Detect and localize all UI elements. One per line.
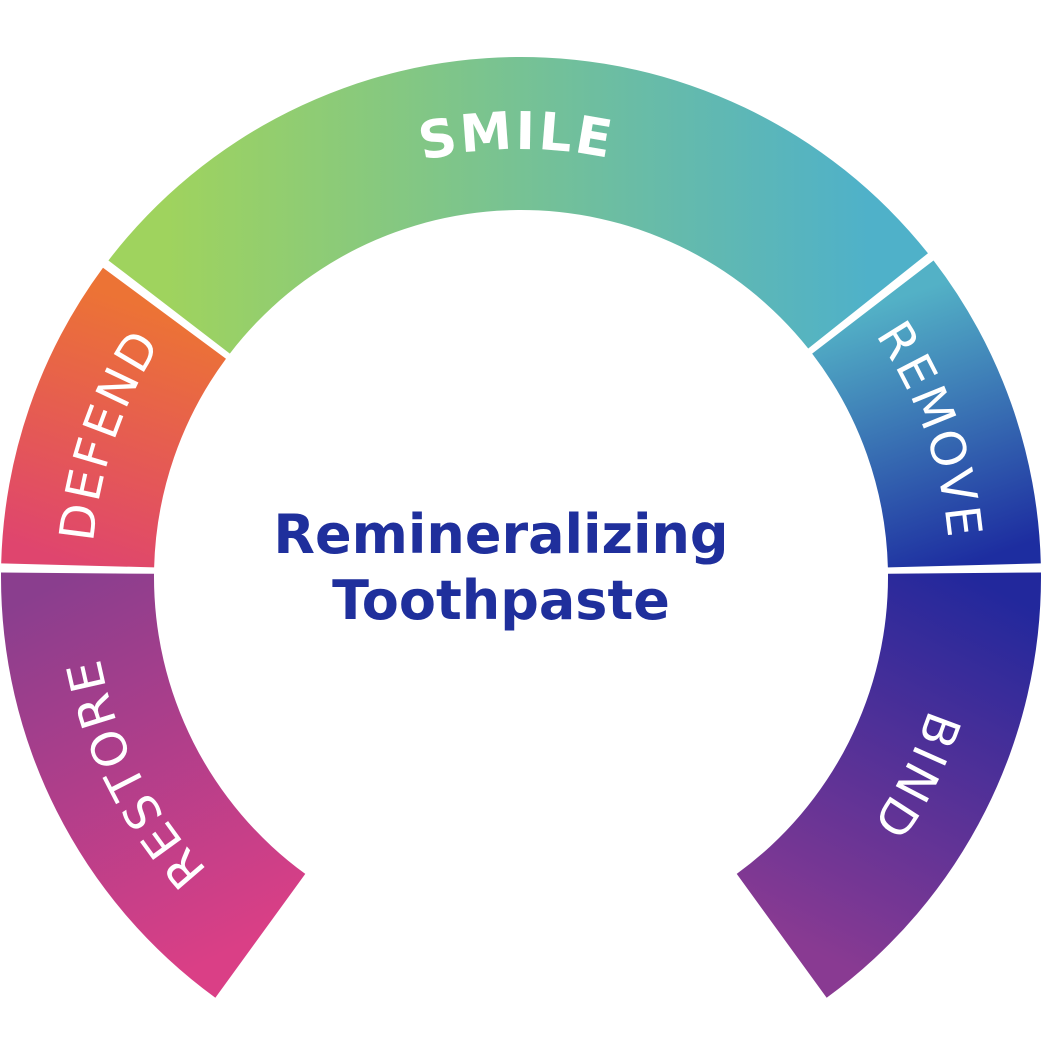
- center-title: Remineralizing Toothpaste: [221, 502, 781, 634]
- center-title-line1: Remineralizing: [273, 503, 729, 566]
- segment-defend: [1, 267, 226, 568]
- segment-smile: [108, 56, 928, 354]
- segment-bind: [736, 572, 1041, 998]
- segment-restore: [1, 572, 306, 998]
- segment-remove: [812, 260, 1041, 568]
- center-title-line2: Toothpaste: [332, 569, 670, 632]
